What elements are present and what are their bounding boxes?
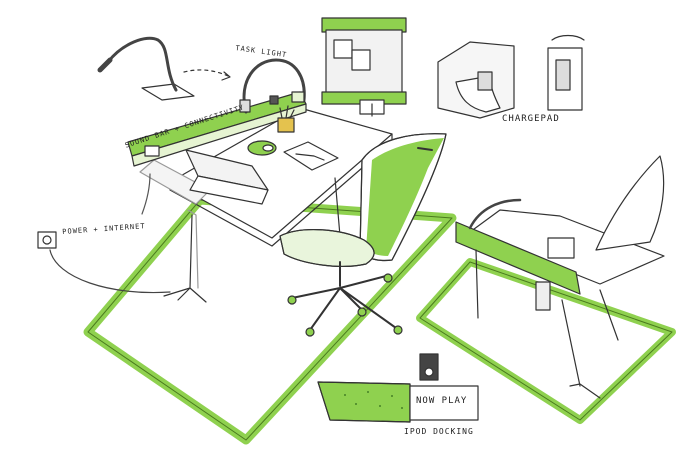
office-chair <box>279 133 447 337</box>
power-outlet <box>37 231 171 294</box>
label-now-play[interactable]: NOW PLAY <box>416 396 468 406</box>
main-desk <box>127 58 393 303</box>
task-light-sketch <box>97 36 231 101</box>
label-ipod-docking: IPOD DOCKING <box>404 427 474 436</box>
right-desk <box>455 155 665 399</box>
chargepad-sketch <box>437 34 585 119</box>
memo-board <box>321 17 407 117</box>
floor-mat-right <box>416 258 676 424</box>
label-chargepad: CHARGEPAD <box>502 114 560 124</box>
ipod-dock-sketch <box>317 353 479 423</box>
